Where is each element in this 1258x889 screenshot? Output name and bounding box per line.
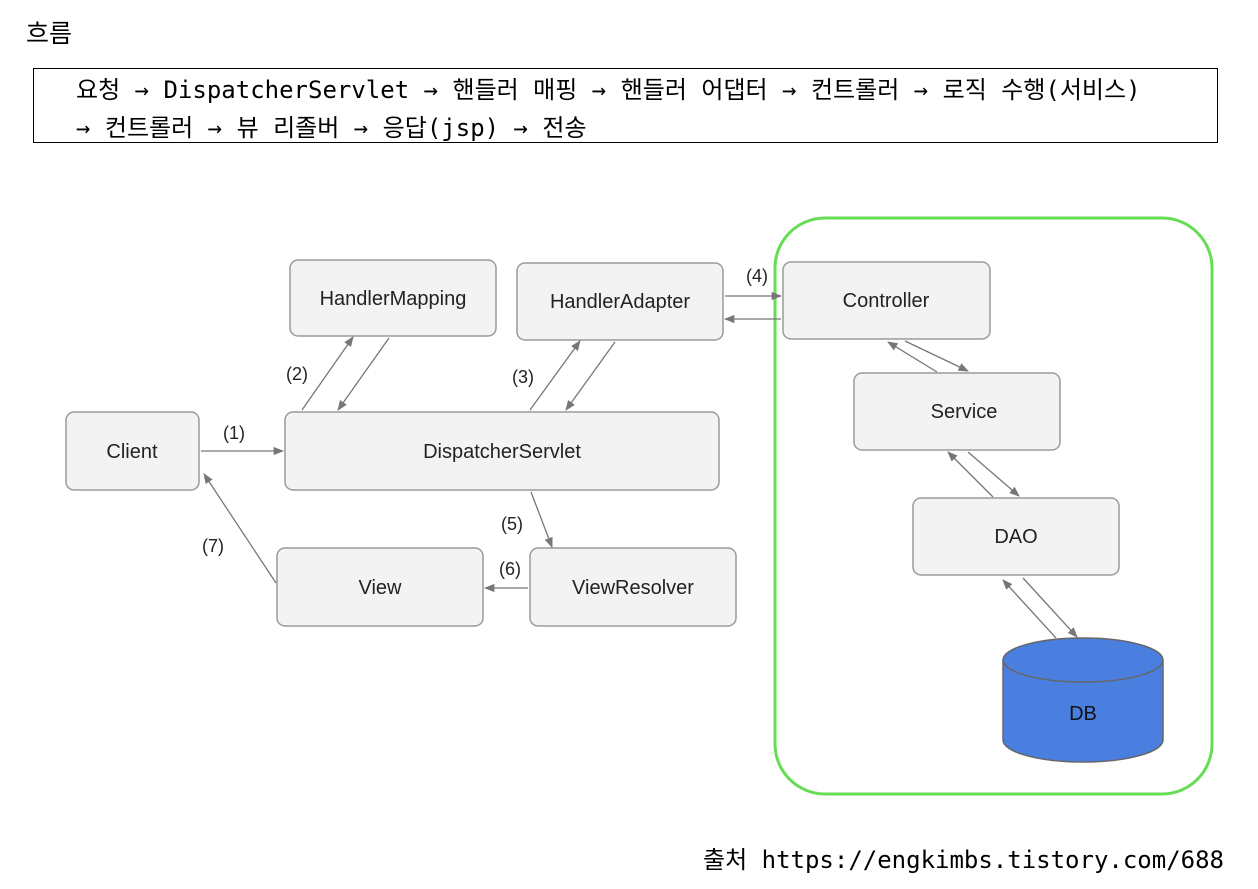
arrow-db-to-dao (1002, 579, 1057, 639)
step-label-7: (7) (202, 536, 224, 556)
node-client: Client (65, 411, 200, 491)
arrow-controller-to-service (904, 340, 969, 372)
arrow-handler-mapping-to-dispatcher (337, 337, 390, 411)
step-label-4: (4) (746, 266, 768, 286)
node-handler-adapter: HandlerAdapter (516, 262, 724, 341)
node-service: Service (853, 372, 1061, 451)
section-heading: 흐름 (26, 19, 73, 48)
backend-group-boundary (773, 216, 1214, 796)
flow-summary-box: 요청 → DispatcherServlet → 핸들러 매핑 → 핸들러 어댑… (33, 68, 1218, 143)
node-dispatcher-servlet: DispatcherServlet (284, 411, 720, 491)
node-dispatcher-label: DispatcherServlet (423, 441, 581, 463)
node-controller-label: Controller (843, 290, 930, 312)
step-label-1: (1) (223, 423, 245, 443)
arrow-dao-to-service (947, 451, 994, 498)
flow-line-1: 요청 → DispatcherServlet → 핸들러 매핑 → 핸들러 어댑… (76, 76, 1141, 104)
arrow-service-to-controller (887, 341, 938, 373)
node-db-cylinder: DB (1002, 637, 1164, 763)
step-label-2: (2) (286, 364, 308, 384)
arrow-handler-adapter-to-dispatcher (565, 341, 616, 411)
step-label-3: (3) (512, 367, 534, 387)
arrow-service-to-dao (967, 451, 1020, 497)
node-service-label: Service (931, 401, 998, 423)
arrow-dispatcher-to-handler-mapping (301, 336, 354, 411)
arrow-view-to-client (203, 473, 277, 584)
node-dao-label: DAO (994, 526, 1037, 548)
arrow-dispatcher-to-view-resolver (530, 491, 553, 548)
arrow-dao-to-db (1022, 577, 1078, 638)
node-view-resolver: ViewResolver (529, 547, 737, 627)
node-view: View (276, 547, 484, 627)
node-view-resolver-label: ViewResolver (572, 577, 694, 599)
node-client-label: Client (106, 441, 158, 463)
arrow-dispatcher-to-handler-adapter (529, 340, 581, 411)
flow-line-2: → 컨트롤러 → 뷰 리졸버 → 응답(jsp) → 전송 (76, 114, 587, 142)
step-label-6: (6) (499, 559, 521, 579)
step-label-5: (5) (501, 514, 523, 534)
node-view-label: View (359, 577, 403, 599)
node-db-label: DB (1069, 703, 1097, 725)
node-controller: Controller (782, 261, 991, 340)
node-handler-adapter-label: HandlerAdapter (550, 291, 690, 313)
node-handler-mapping: HandlerMapping (289, 259, 497, 337)
node-dao: DAO (912, 497, 1120, 576)
node-handler-mapping-label: HandlerMapping (320, 288, 467, 310)
source-credit: 출처 https://engkimbs.tistory.com/688 (703, 846, 1224, 874)
